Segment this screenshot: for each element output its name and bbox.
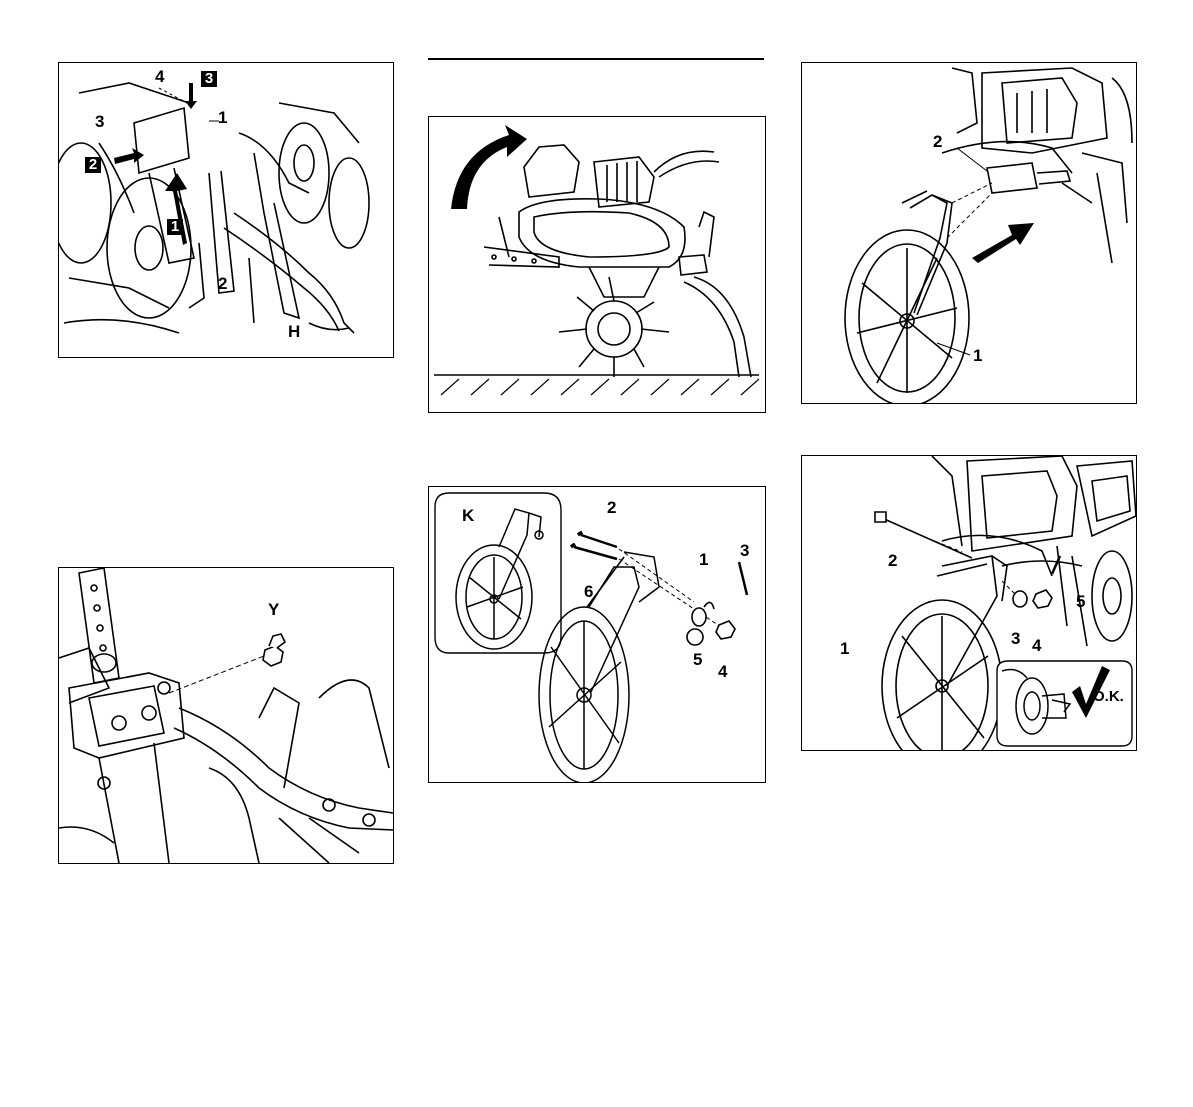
ok-check-label: O.K. xyxy=(1093,688,1124,705)
tilt-machine-illustration xyxy=(429,117,765,412)
part-label: 2 xyxy=(218,275,227,292)
part-label: 4 xyxy=(1032,637,1041,654)
part-label: 6 xyxy=(584,583,593,600)
figure-wheel-exploded: K 2 1 3 6 5 4 xyxy=(428,486,766,783)
part-label: 1 xyxy=(973,347,982,364)
part-label: H xyxy=(288,323,300,340)
step-badge: 2 xyxy=(85,157,101,173)
figure-handle-bolt: Y xyxy=(58,567,394,864)
step-badge: 3 xyxy=(201,71,217,87)
part-label: 4 xyxy=(155,68,164,85)
section-rule xyxy=(428,58,764,60)
step-badge: 1 xyxy=(167,219,183,235)
part-label: Y xyxy=(268,601,279,618)
figure-wheel-fitting: 2 1 xyxy=(801,62,1137,404)
part-label: 1 xyxy=(218,109,227,126)
part-label: 3 xyxy=(740,542,749,559)
part-label: 4 xyxy=(718,663,727,680)
part-label: 2 xyxy=(933,133,942,150)
part-label: 2 xyxy=(888,552,897,569)
part-label: 3 xyxy=(95,113,104,130)
wheel-bolted-illustration xyxy=(802,456,1136,750)
part-label: 3 xyxy=(1011,630,1020,647)
wheel-fitting-illustration xyxy=(802,63,1136,403)
part-label: 1 xyxy=(699,551,708,568)
wheel-exploded-illustration xyxy=(429,487,765,782)
figure-wheel-bolted: 2 5 3 4 1 O.K. xyxy=(801,455,1137,751)
part-label: 1 xyxy=(840,640,849,657)
part-label: 5 xyxy=(1076,593,1085,610)
part-label: 2 xyxy=(607,499,616,516)
handle-bolt-illustration xyxy=(59,568,393,863)
figure-tilt-machine xyxy=(428,116,766,413)
figure-handle-mounting: 4 3 1 2 H 1 2 3 xyxy=(58,62,394,358)
part-label: K xyxy=(462,507,474,524)
part-label: 5 xyxy=(693,651,702,668)
